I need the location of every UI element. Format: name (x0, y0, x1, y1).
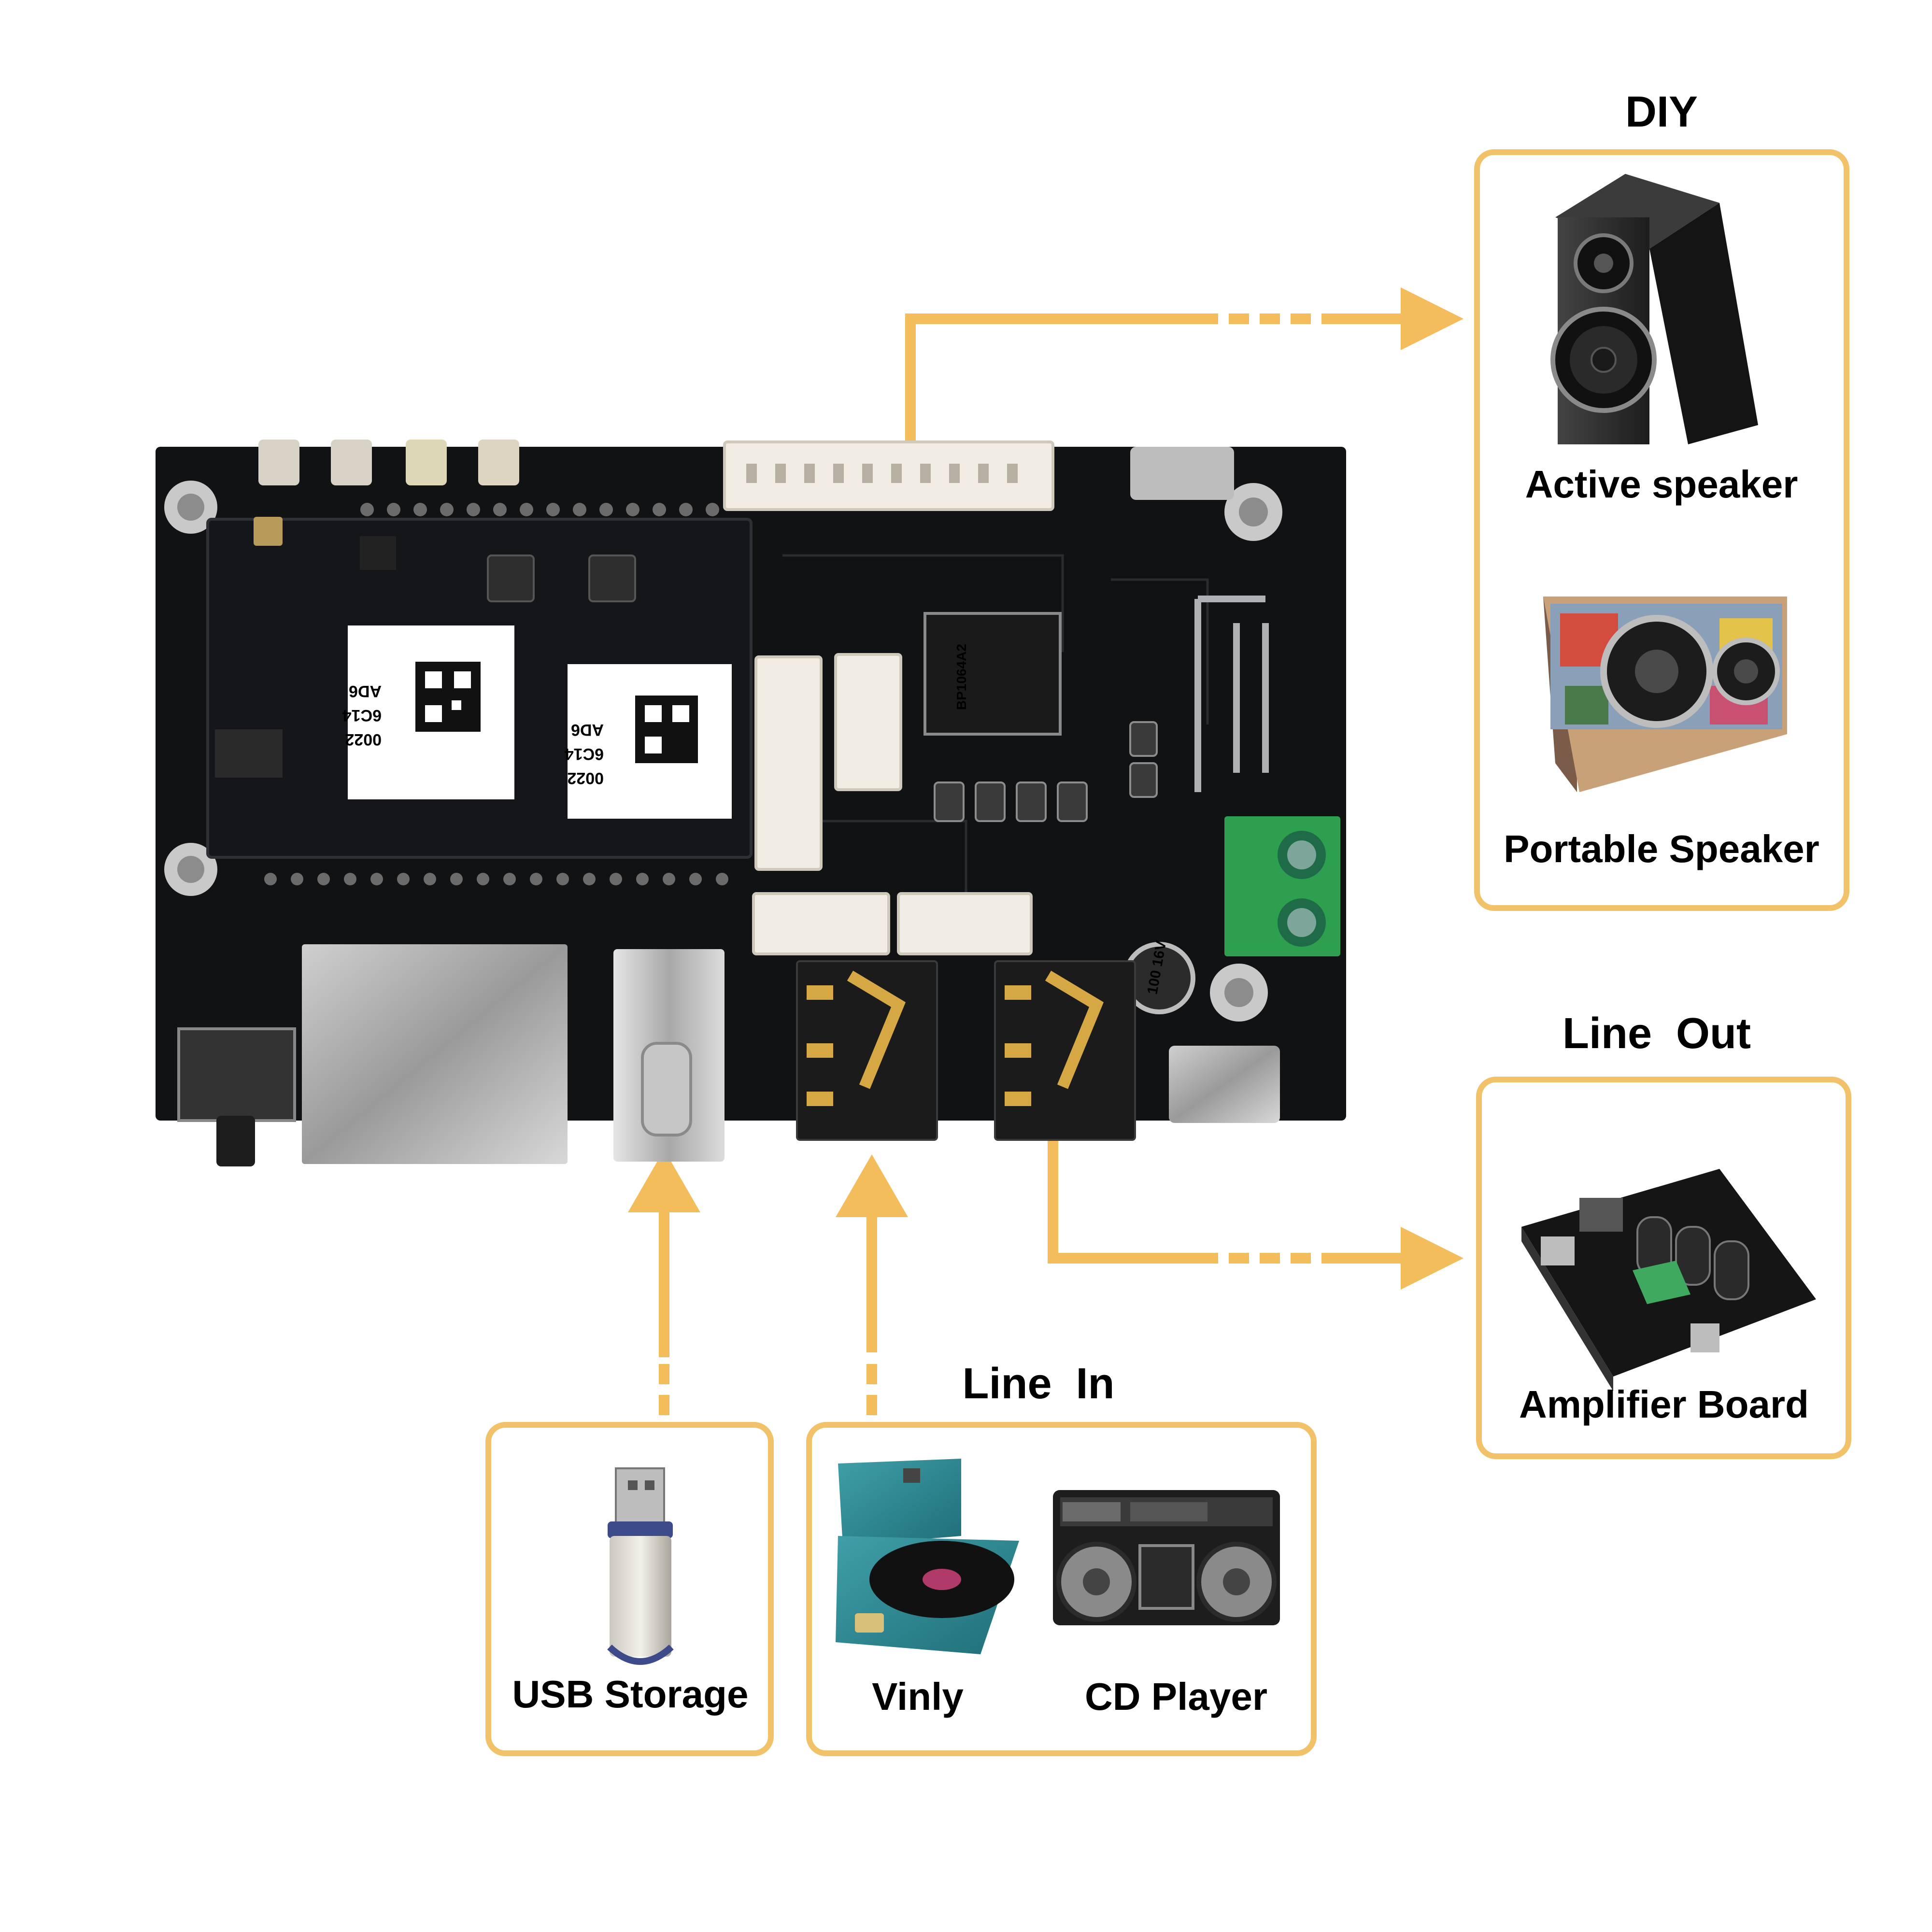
line-in-jack (796, 960, 938, 1141)
active-speaker-image (1550, 174, 1758, 444)
arrow-to-line-in-jack (836, 1154, 908, 1217)
smd-caps (934, 721, 1158, 822)
vinyl-player-image (836, 1459, 1019, 1654)
side-connector-2 (834, 653, 902, 791)
inductor-1 (487, 554, 535, 602)
dsp-chip-marking: BP1064A2 (954, 644, 969, 710)
bottom-connector-1 (752, 892, 890, 955)
ethernet-port (302, 944, 568, 1164)
module-1-code-1: 0022 (345, 730, 382, 749)
heading-diy: DIY (1625, 88, 1698, 136)
connector-diy (905, 287, 1463, 449)
electrolytic-capacitor: 100 16V (1123, 939, 1195, 1014)
header-pins-top (360, 503, 719, 516)
pcb-antenna (1194, 596, 1269, 792)
mounting-holes (164, 481, 1282, 1022)
usb-port-inner (641, 1042, 692, 1136)
connector-usb (628, 1150, 700, 1415)
audio-board: 0022 6C14 AD6 0022 6C14 AD6 BP1064A2 (156, 440, 1346, 1166)
micro-usb-port (1169, 1046, 1280, 1123)
label-portable-speaker: Portable Speaker (1504, 827, 1819, 870)
speaker-header-connector (723, 440, 1054, 511)
led-row (258, 440, 519, 485)
side-connector-1 (754, 655, 823, 871)
inductor-2 (588, 554, 636, 602)
bottom-connector-2 (897, 892, 1033, 955)
module-2-code-1: 0022 (567, 769, 604, 787)
amplifier-board-image (1521, 1169, 1816, 1391)
arrow-to-usb-port (628, 1150, 700, 1212)
cd-player-image (1053, 1490, 1280, 1625)
usb-storage-image (607, 1467, 674, 1665)
module-label-1: 0022 6C14 AD6 (342, 625, 514, 799)
module-label-2: 0022 6C14 AD6 (565, 664, 732, 819)
antenna-connector (254, 517, 283, 546)
flash-chip (215, 729, 283, 778)
heading-line-out: Line Out (1563, 1009, 1751, 1058)
connector-line-in (836, 1154, 908, 1415)
power-switch-knob (216, 1116, 255, 1166)
speaker-header-pins (746, 464, 1018, 483)
portable-speaker-image (1543, 597, 1787, 792)
module-1-code-3: AD6 (349, 682, 382, 700)
power-terminal-block (1224, 816, 1340, 956)
ir-receiver (1130, 447, 1234, 500)
module-2-code-3: AD6 (571, 721, 604, 739)
header-pins-bottom (264, 873, 728, 885)
line-out-jack (994, 960, 1136, 1141)
module-1-code-2: 6C14 (342, 706, 382, 724)
dsp-chip: BP1064A2 (923, 612, 1062, 736)
heading-line-in: Line In (963, 1360, 1115, 1408)
arrow-to-diy (1401, 287, 1463, 350)
connector-line-out (1048, 1130, 1463, 1290)
module-2-code-2: 6C14 (565, 745, 604, 763)
label-amplifier-board: Amplifier Board (1519, 1383, 1809, 1426)
arrow-to-line-out (1401, 1227, 1463, 1290)
power-switch (177, 1027, 296, 1122)
label-usb-storage: USB Storage (512, 1673, 749, 1716)
label-active-speaker: Active speaker (1525, 463, 1798, 506)
label-vinyl: Vinly (872, 1675, 964, 1718)
chip-small-1 (360, 536, 396, 570)
label-cd-player: CD Player (1085, 1675, 1267, 1718)
